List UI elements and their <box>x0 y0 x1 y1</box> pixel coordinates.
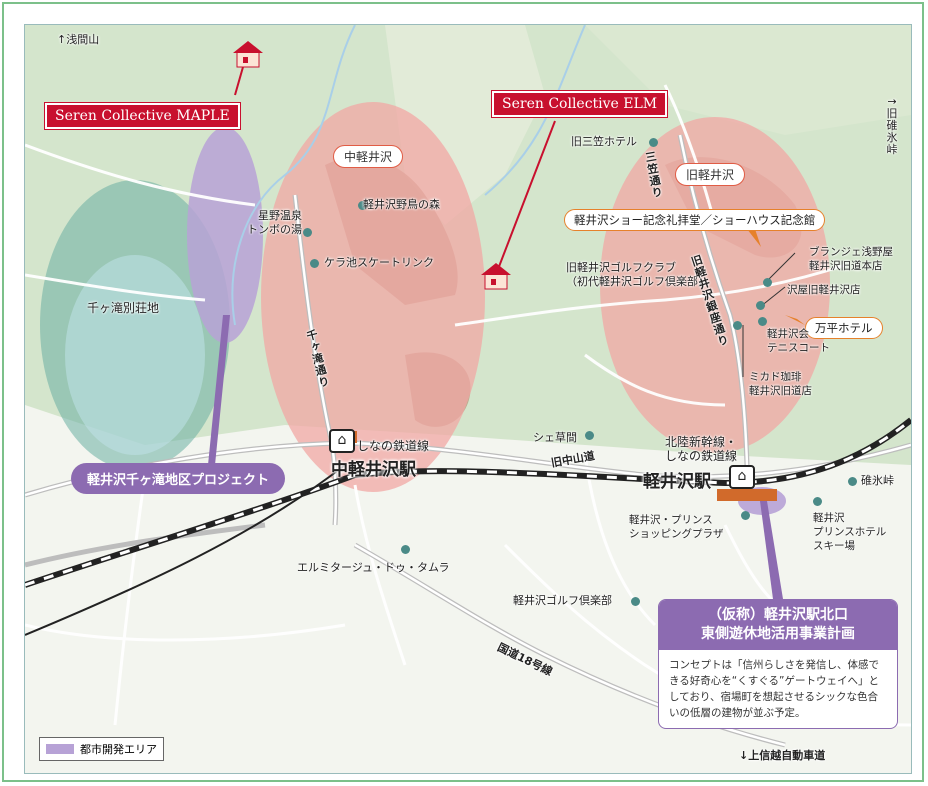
yacho-dot <box>358 201 367 210</box>
place-boulangerie: ブランジェ浅野屋 軽井沢旧道本店 <box>809 246 893 272</box>
plan-title: （仮称）軽井沢駅北口 東側遊休地活用事業計画 <box>659 600 897 650</box>
place-ski: 軽井沢 プリンスホテル スキー場 <box>813 512 887 552</box>
place-yacho: 軽井沢野鳥の森 <box>363 198 440 211</box>
project-chigataki-label: 軽井沢千ヶ滝地区プロジェクト <box>71 463 286 494</box>
boulangerie-dot <box>763 278 772 287</box>
asama-marker: ↑浅間山 <box>57 33 100 46</box>
place-sawaya: 沢屋旧軽井沢店 <box>787 284 861 296</box>
shekusama-dot <box>585 431 594 440</box>
ski-dot <box>813 497 822 506</box>
karuizawa-station-icon: ⌂ <box>729 465 755 489</box>
map-canvas: ↑浅間山 ↑旧碓氷峠 Seren Collective MAPLE Seren … <box>24 24 912 774</box>
legend-swatch <box>46 744 74 754</box>
project-maple-label: Seren Collective MAPLE <box>44 102 241 130</box>
usui-old-marker: ↑旧碓氷峠 <box>885 97 898 156</box>
plan-callout: （仮称）軽井沢駅北口 東側遊休地活用事業計画 コンセプトは「信州らしさを発信し、… <box>658 599 898 729</box>
naka-karuizawa-station: 中軽井沢駅 <box>331 460 416 480</box>
place-mikasa: 旧三笠ホテル <box>571 135 637 148</box>
house-icon-elm <box>481 263 511 290</box>
area-naka-karuizawa: 中軽井沢 <box>333 145 404 168</box>
legend-label: 都市開発エリア <box>80 743 157 756</box>
place-tennis: 軽井沢会 テニスコート <box>767 328 830 354</box>
place-mikado: ミカド珈琲 軽井沢旧道店 <box>749 371 812 397</box>
karuizawa-station: 軽井沢駅 <box>643 472 711 492</box>
sawaya-dot <box>756 301 765 310</box>
place-golf: 軽井沢ゴルフ倶楽部 <box>513 594 612 607</box>
place-kera: ケラ池スケートリンク <box>324 256 434 269</box>
project-elm-label: Seren Collective ELM <box>490 90 669 118</box>
golf-dot <box>631 597 640 606</box>
area-kyu-karuizawa: 旧軽井沢 <box>675 163 746 186</box>
mikado-dot <box>733 321 742 330</box>
place-golf-club: 旧軽井沢ゴルフクラブ （初代軽井沢ゴルフ倶楽部） <box>566 261 709 288</box>
mikasa-dot <box>649 138 658 147</box>
shaw-chapel-annotation: 軽井沢ショー記念礼拝堂／ショーハウス記念館 <box>564 209 826 231</box>
area-chigataki-besso: 千ヶ滝別荘地 <box>87 301 160 315</box>
kera-dot <box>310 259 319 268</box>
naka-station-line: しなの鉄道線 <box>357 439 430 453</box>
place-shekusama: シェ草間 <box>533 431 577 444</box>
plan-body: コンセプトは「信州らしさを発信し、体感できる好奇心を“くすぐる”ゲートウェイへ」… <box>669 659 879 719</box>
karuizawa-station-line: 北陸新幹線・ しなの鉄道線 <box>665 435 738 463</box>
usui-dot <box>848 477 857 486</box>
expressway-marker: ↓上信越自動車道 <box>739 749 826 762</box>
shopping-dot <box>741 511 750 520</box>
place-hoshino: 星野温泉 トンボの湯 <box>247 209 302 236</box>
naka-karuizawa-station-icon: ⌂ <box>329 429 355 453</box>
place-shopping: 軽井沢・プリンス ショッピングプラザ <box>629 514 724 540</box>
house-icon-maple <box>233 41 263 68</box>
place-tamura: エルミタージュ・ドゥ・タムラ <box>297 561 450 574</box>
mampei-hotel-annotation: 万平ホテル <box>805 317 883 339</box>
tennis-dot <box>758 317 767 326</box>
place-usui: 碓氷峠 <box>861 474 894 487</box>
tamura-dot <box>401 545 410 554</box>
legend: 都市開発エリア <box>39 737 164 761</box>
hoshino-dot <box>303 228 312 237</box>
